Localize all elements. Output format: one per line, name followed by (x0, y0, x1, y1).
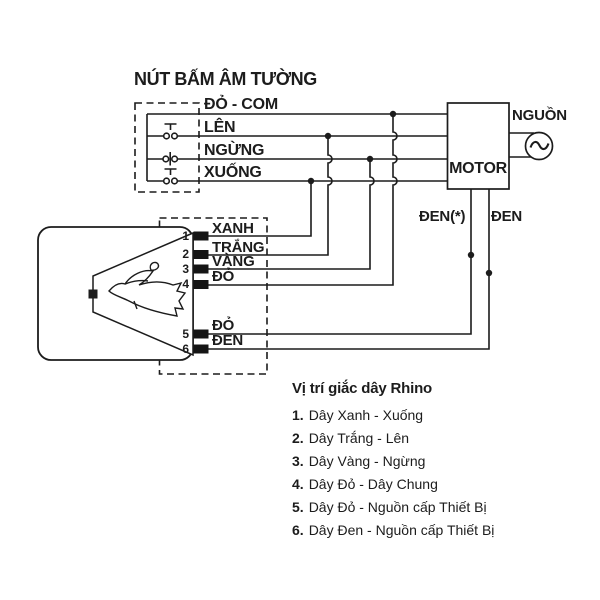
motor-box (446, 102, 510, 190)
pin-label-vang: VÀNG (212, 253, 255, 270)
bird-logo (108, 261, 187, 317)
pin-number-4: 4 (182, 277, 189, 291)
label-do-com: ĐỎ - COM (204, 96, 278, 113)
label-nguon: NGUỒN (512, 107, 567, 124)
label-ngung: NGỪNG (204, 142, 265, 159)
connector-latch (88, 289, 98, 299)
pin-number-6: 6 (182, 342, 189, 356)
legend-item-2: 2.Dây Trắng - Lên (292, 430, 410, 446)
legend-item-4: 4.Dây Đỏ - Dây Chung (292, 476, 438, 492)
label-den-star: ĐEN(*) (419, 208, 466, 225)
diagram-title: NÚT BẤM ÂM TƯỜNG (134, 69, 317, 89)
legend-item-5: 5.Dây Đỏ - Nguồn cấp Thiết Bị (292, 499, 487, 515)
ac-sine-icon (529, 140, 550, 151)
wire-pin3-vang (208, 159, 375, 270)
legend-title: Vị trí giắc dây Rhino (292, 380, 432, 397)
legend-item-3: 3.Dây Vàng - Ngừng (292, 453, 426, 469)
wire-pin6-den-power (208, 189, 490, 350)
pin-number-3: 3 (182, 262, 189, 276)
pin-label-do-power: ĐỎ (212, 317, 235, 334)
junction-dots (307, 110, 493, 277)
wire-pin5-do-power (208, 189, 472, 335)
label-den: ĐEN (491, 208, 523, 225)
legend-item-1: 1.Dây Xanh - Xuống (292, 407, 424, 423)
wire-pin1-xanh (208, 181, 312, 237)
connector-pins (193, 231, 209, 354)
pin-number-1: 1 (182, 229, 189, 243)
button-xuong-symbol (162, 168, 179, 185)
label-xuong: XUỐNG (204, 164, 262, 181)
wire-pin2-trang (208, 136, 333, 256)
pin-number-2: 2 (182, 247, 189, 261)
label-motor: MOTOR (449, 160, 507, 177)
legend-item-6: 6.Dây Đen - Nguồn cấp Thiết Bị (292, 522, 495, 538)
pin-label-den-power: ĐEN (212, 332, 244, 349)
button-ngung-symbol (162, 152, 179, 166)
label-len: LÊN (204, 119, 236, 136)
switch-panel-dashed-box (134, 102, 200, 193)
button-len-symbol (162, 123, 179, 140)
pin-label-xanh: XANH (212, 220, 254, 237)
pin-label-trang: TRẮNG (212, 239, 265, 256)
wire-pin4-do-chung (208, 114, 398, 286)
pin-number-5: 5 (182, 327, 189, 341)
pin-label-do: ĐỎ (212, 268, 235, 285)
legend: Vị trí giắc dây Rhino 1.Dây Xanh - Xuống… (292, 380, 494, 546)
